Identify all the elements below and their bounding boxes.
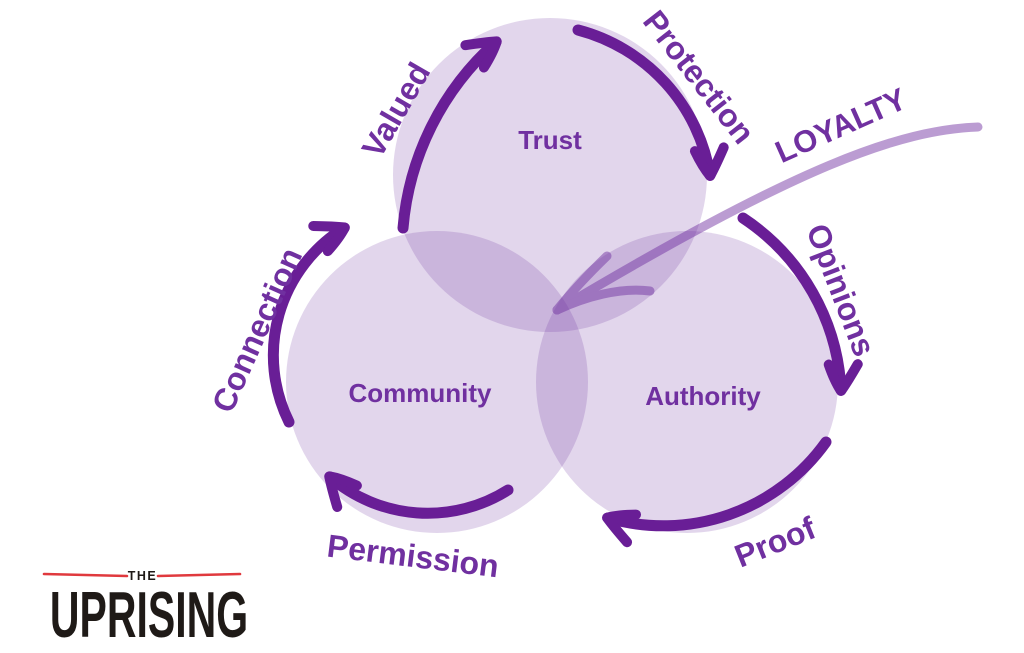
label-trust: Trust [518, 125, 582, 155]
circle-authority [536, 231, 838, 533]
loyalty-arrow [552, 122, 983, 315]
uprising-logo: THE UPRISING [42, 569, 248, 651]
loyalty-arrowhead-upper-barb [552, 251, 612, 315]
cycle-arrows [267, 24, 863, 548]
loyalty-arrow-line [552, 122, 983, 315]
label-community: Community [349, 378, 493, 408]
label-permission: Permission [325, 528, 501, 585]
arrow-arc-proof [602, 436, 832, 548]
logo-red-line-left [42, 572, 129, 578]
arrow-arc-protection [572, 24, 729, 181]
logo-red-line-right [156, 572, 242, 578]
arrow-arc-valued [397, 36, 502, 234]
loyalty-arrowhead-lower-barb [552, 285, 655, 315]
logo-the-text: THE [128, 569, 158, 583]
venn-circles [286, 18, 838, 533]
circle-labels: Trust Community Authority [349, 125, 762, 411]
arrow-arc-opinions [737, 212, 863, 396]
arrow-arc-connection [267, 220, 350, 428]
logo-uprising-text: UPRISING [50, 578, 248, 651]
arrow-arc-permission [324, 471, 514, 519]
label-authority: Authority [645, 381, 761, 411]
circle-community [286, 231, 588, 533]
circle-trust [393, 18, 707, 332]
